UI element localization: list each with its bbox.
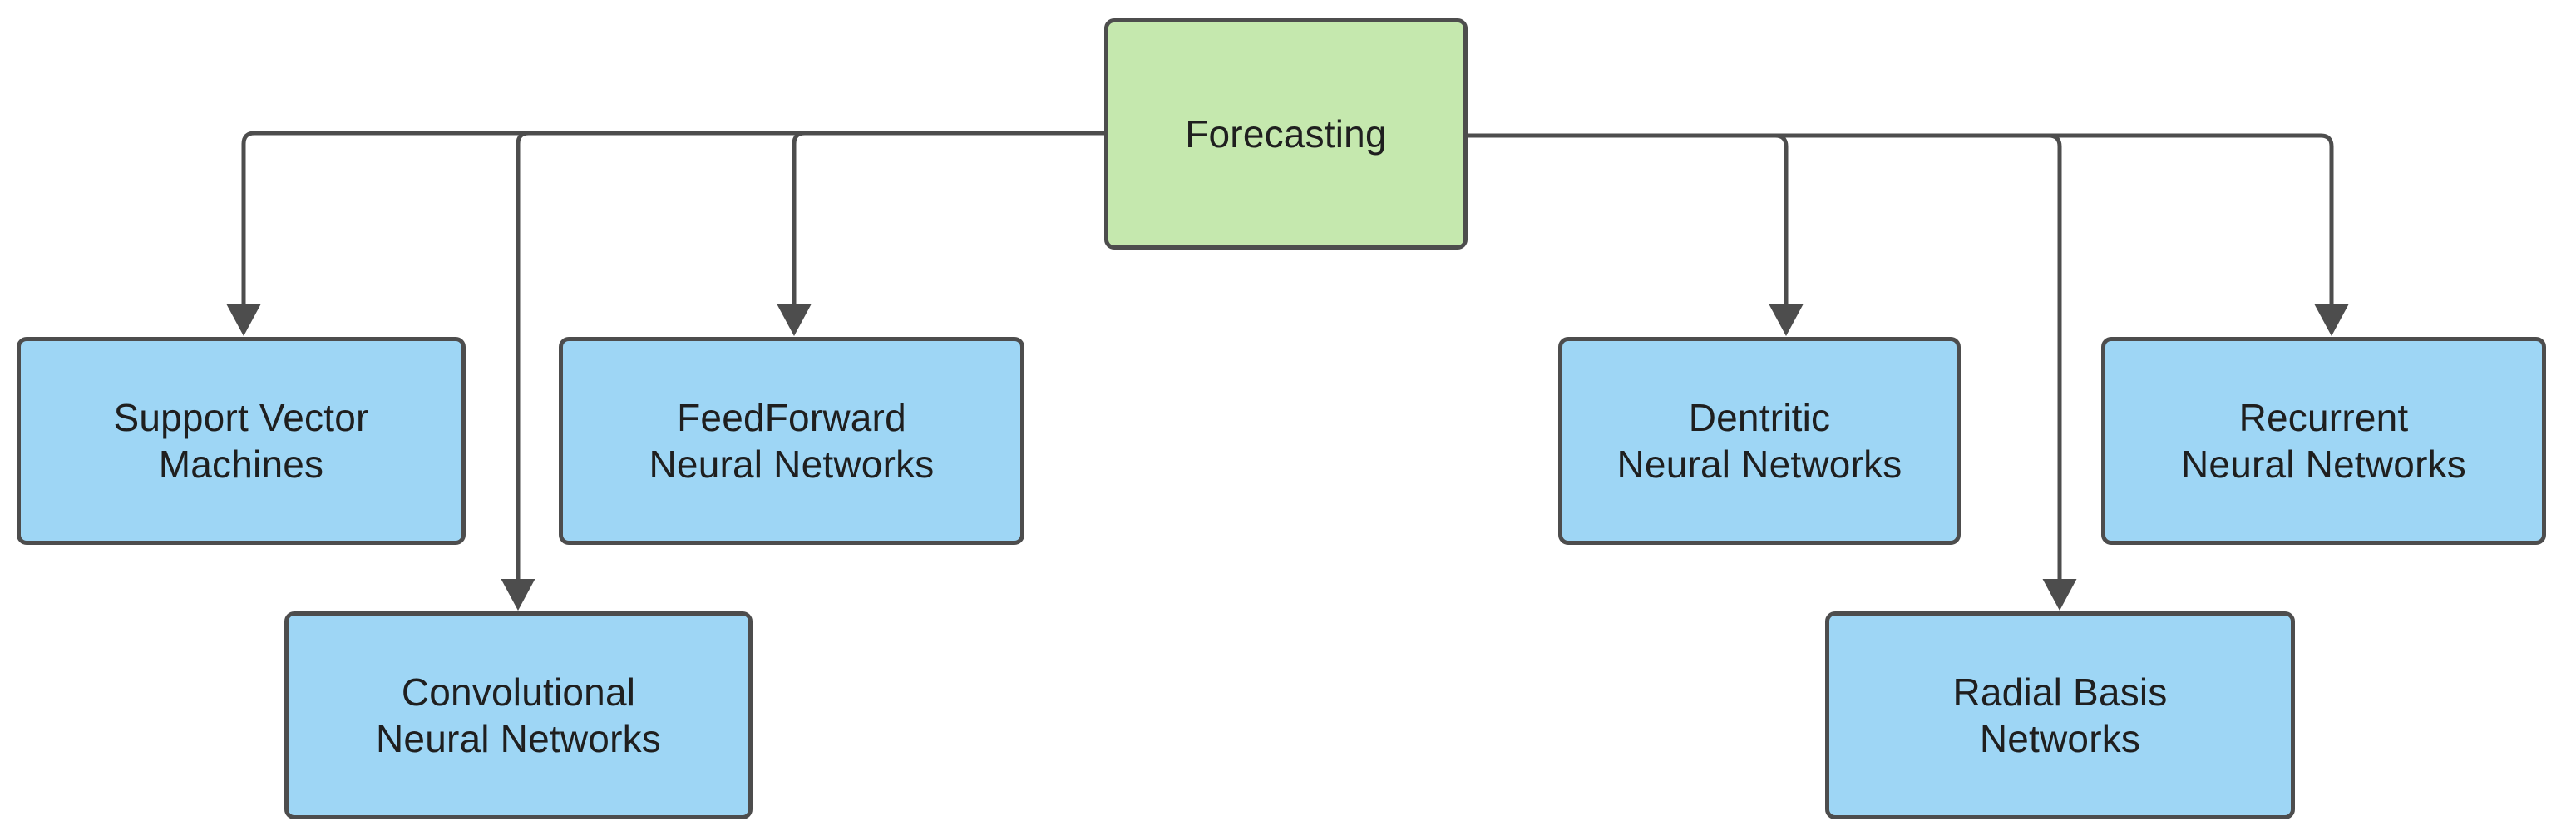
node-support-vector-machines-label: Support Vector Machines [113, 395, 369, 486]
node-dentritic-neural-networks[interactable]: Dentritic Neural Networks [1558, 337, 1961, 545]
node-convolutional-neural-networks-label: Convolutional Neural Networks [376, 670, 661, 760]
edge-forecasting-to-rnn [1468, 133, 2349, 336]
edge-forecasting-to-ffnn [777, 131, 1104, 336]
node-forecasting-label: Forecasting [1185, 111, 1387, 156]
edge-forecasting-to-svm [226, 131, 1104, 336]
node-radial-basis-networks-label: Radial Basis Networks [1952, 670, 2168, 760]
node-recurrent-neural-networks[interactable]: Recurrent Neural Networks [2101, 337, 2546, 545]
edge-forecasting-to-dentritic [1468, 133, 1804, 336]
node-forecasting[interactable]: Forecasting [1104, 18, 1468, 250]
node-convolutional-neural-networks[interactable]: Convolutional Neural Networks [284, 611, 753, 819]
node-recurrent-neural-networks-label: Recurrent Neural Networks [2181, 395, 2466, 486]
node-radial-basis-networks[interactable]: Radial Basis Networks [1825, 611, 2295, 819]
node-dentritic-neural-networks-label: Dentritic Neural Networks [1616, 395, 1902, 486]
node-support-vector-machines[interactable]: Support Vector Machines [17, 337, 466, 545]
node-feedforward-neural-networks[interactable]: FeedForward Neural Networks [559, 337, 1024, 545]
node-feedforward-neural-networks-label: FeedForward Neural Networks [649, 395, 935, 486]
